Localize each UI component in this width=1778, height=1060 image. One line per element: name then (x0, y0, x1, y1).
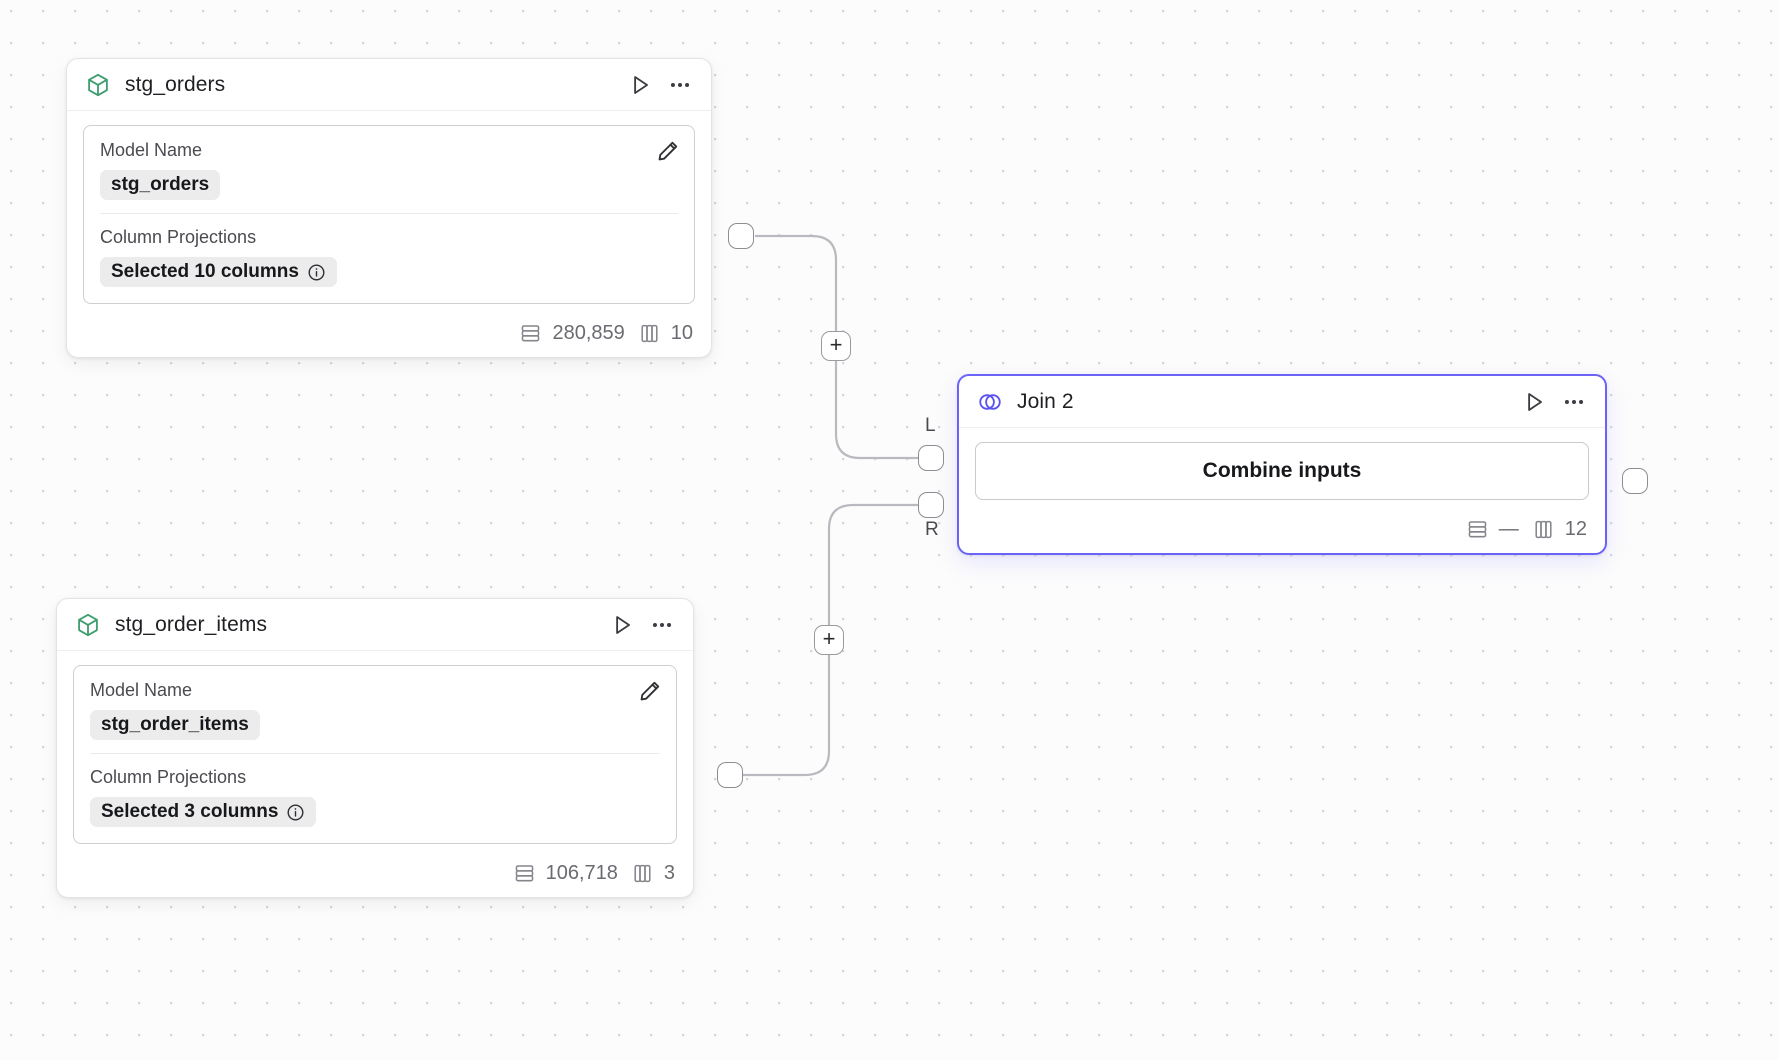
row-count-value: 280,859 (552, 322, 625, 344)
column-count-value: 3 (663, 862, 675, 884)
column-count-stat: 3 (631, 862, 675, 885)
rows-icon (1466, 518, 1489, 541)
model-config-panel: Model Name stg_order_items Column Projec… (73, 665, 677, 844)
more-options-icon[interactable] (667, 72, 693, 98)
port-output-join[interactable] (1622, 468, 1648, 494)
port-label-left: L (925, 415, 936, 436)
pencil-icon[interactable] (637, 678, 663, 704)
columns-icon (631, 862, 654, 885)
play-icon[interactable] (627, 72, 653, 98)
combine-inputs-button[interactable]: Combine inputs (975, 442, 1589, 500)
row-count-value: — (1498, 518, 1519, 540)
row-count-stat: — (1466, 518, 1519, 541)
model-name-chip[interactable]: stg_orders (100, 170, 221, 200)
port-output-stg-order-items[interactable] (717, 762, 743, 788)
row-count-stat: 280,859 (519, 322, 625, 345)
row-count-stat: 106,718 (513, 862, 618, 885)
chip-value: stg_orders (111, 174, 210, 195)
more-options-icon[interactable] (649, 612, 675, 638)
node-header: stg_orders (67, 59, 711, 111)
node-header: stg_order_items (57, 599, 693, 651)
node-footer: 106,718 3 (57, 854, 693, 897)
field-label: Model Name (90, 680, 193, 700)
node-body: Model Name stg_orders Column Projections… (67, 111, 711, 314)
field-model-name: Model Name stg_orders (100, 140, 678, 200)
column-projections-chip[interactable]: Selected 10 columns (100, 257, 337, 287)
field-column-projections: Column Projections Selected 3 columns (90, 753, 660, 827)
column-count-stat: 10 (638, 322, 693, 345)
columns-icon (1532, 518, 1555, 541)
node-footer: — 12 (959, 510, 1605, 553)
node-join-2[interactable]: Join 2 Combine inputs (957, 374, 1607, 555)
columns-icon (638, 322, 661, 345)
node-header: Join 2 (959, 376, 1605, 428)
more-options-icon[interactable] (1561, 389, 1587, 415)
info-icon[interactable] (307, 263, 326, 282)
model-config-panel: Model Name stg_orders Column Projections… (83, 125, 695, 304)
port-input-join-left[interactable] (918, 445, 944, 471)
port-input-join-right[interactable] (918, 492, 944, 518)
pencil-icon[interactable] (655, 138, 681, 164)
rows-icon (519, 322, 542, 345)
column-count-value: 10 (670, 322, 693, 344)
node-body: Model Name stg_order_items Column Projec… (57, 651, 693, 854)
add-node-on-edge-button-top[interactable]: + (821, 331, 851, 361)
node-footer: 280,859 10 (67, 314, 711, 357)
field-label: Column Projections (90, 767, 247, 787)
column-projections-chip[interactable]: Selected 3 columns (90, 797, 317, 827)
chip-value: Selected 3 columns (101, 801, 279, 822)
node-title: stg_order_items (115, 612, 268, 636)
node-title: stg_orders (125, 72, 226, 96)
port-output-stg-orders[interactable] (728, 223, 754, 249)
play-icon[interactable] (1521, 389, 1547, 415)
field-column-projections: Column Projections Selected 10 columns (100, 213, 678, 287)
column-count-value: 12 (1564, 518, 1587, 540)
node-title: Join 2 (1017, 389, 1074, 413)
node-body: Combine inputs (959, 428, 1605, 510)
chip-value: stg_order_items (101, 714, 249, 735)
cube-icon (75, 612, 101, 638)
venn-join-icon (977, 389, 1003, 415)
info-icon[interactable] (286, 803, 305, 822)
field-label: Model Name (100, 140, 203, 160)
column-count-stat: 12 (1532, 518, 1587, 541)
add-node-on-edge-button-bottom[interactable]: + (814, 625, 844, 655)
play-icon[interactable] (609, 612, 635, 638)
cube-icon (85, 72, 111, 98)
field-label: Column Projections (100, 227, 257, 247)
row-count-value: 106,718 (545, 862, 618, 884)
node-stg-orders[interactable]: stg_orders (66, 58, 712, 358)
model-name-chip[interactable]: stg_order_items (90, 710, 260, 740)
port-label-right: R (925, 519, 939, 540)
node-stg-order-items[interactable]: stg_order_items (56, 598, 694, 898)
rows-icon (513, 862, 536, 885)
chip-value: Selected 10 columns (111, 261, 299, 282)
field-model-name: Model Name stg_order_items (90, 680, 660, 740)
